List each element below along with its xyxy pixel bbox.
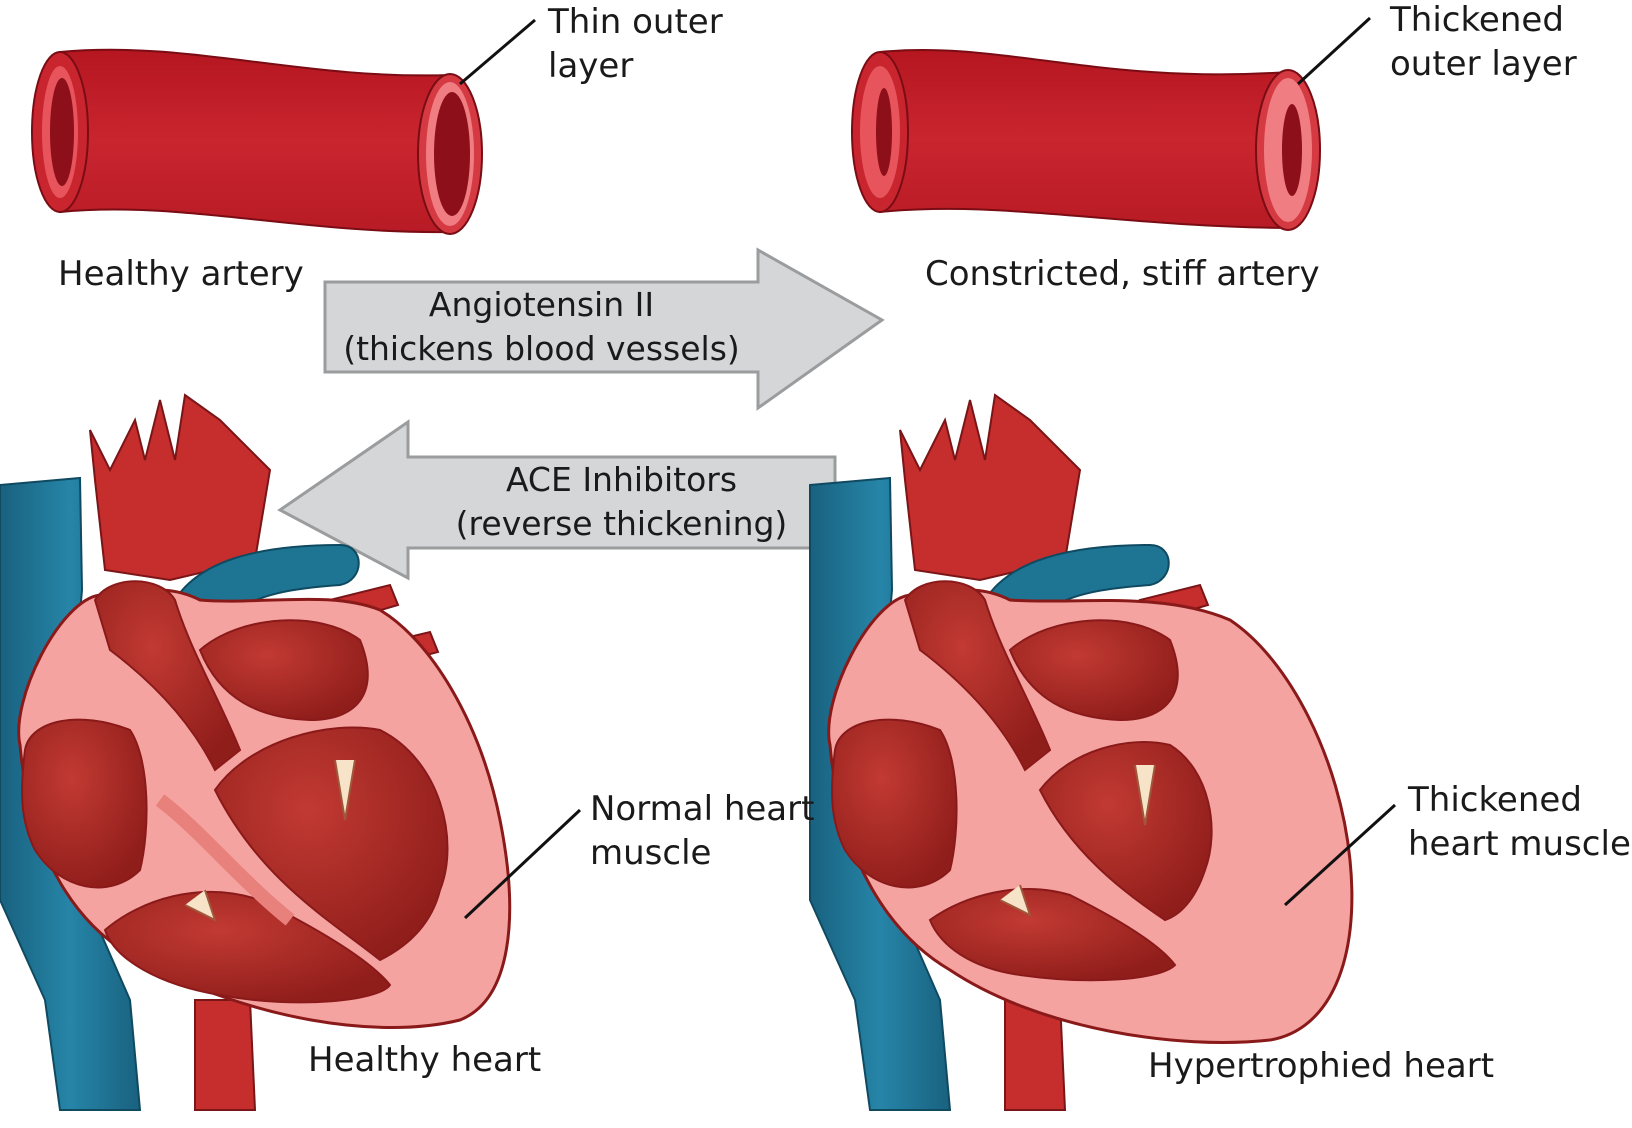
label-thickened-heart-muscle: Thickened heart muscle — [1408, 780, 1631, 864]
leader-thickened-heart-muscle — [1283, 803, 1397, 907]
label-hypertrophied-heart: Hypertrophied heart — [1148, 1046, 1495, 1086]
label-thin-outer-layer: Thin outer layer — [548, 2, 723, 86]
leader-normal-heart-muscle — [463, 808, 582, 920]
healthy-heart-illustration — [0, 393, 512, 1111]
leader-thickened-outer-layer — [1296, 16, 1372, 86]
constricted-artery-illustration — [851, 49, 1321, 231]
label-healthy-artery: Healthy artery — [58, 254, 304, 294]
arrow-angiotensin — [323, 247, 885, 411]
hypertrophied-heart-illustration — [809, 393, 1354, 1111]
label-normal-heart-muscle: Normal heart muscle — [590, 789, 815, 873]
leader-thin-outer-layer — [459, 18, 536, 86]
label-constricted-artery: Constricted, stiff artery — [925, 254, 1320, 294]
label-thickened-outer-layer: Thickened outer layer — [1390, 0, 1577, 84]
arrow-ace-inhibitors — [277, 419, 837, 581]
label-healthy-heart: Healthy heart — [308, 1040, 542, 1080]
healthy-artery-illustration — [31, 48, 483, 235]
arrow-ace-text: ACE Inhibitors (reverse thickening) — [455, 460, 788, 543]
arrow-angiotensin-text: Angiotensin II (thickens blood vessels) — [343, 285, 740, 368]
